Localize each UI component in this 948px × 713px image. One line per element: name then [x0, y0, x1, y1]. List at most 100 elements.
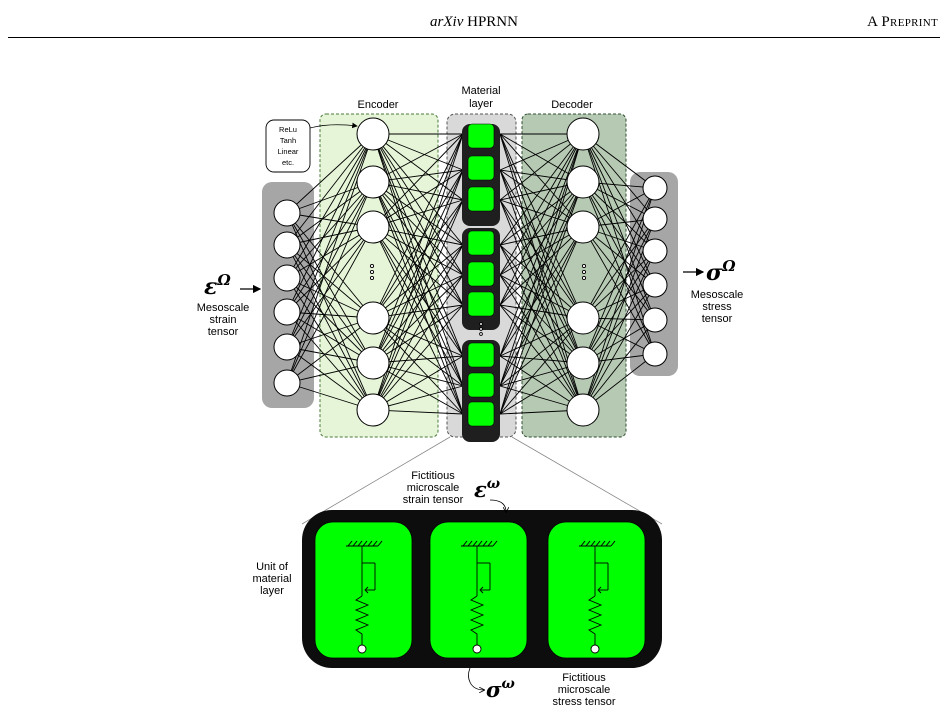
input-neuron: [273, 231, 301, 259]
connection-line: [286, 133, 374, 214]
node-circle: [357, 644, 367, 654]
connection-line: [372, 181, 464, 276]
micro-stress-sup: ω: [501, 676, 515, 692]
input-neuron: [273, 333, 301, 361]
output-symbol: σΩ: [706, 257, 736, 286]
output-neuron: [642, 206, 668, 232]
micro-stress-label-line3: stress tensor: [553, 696, 616, 708]
connection-line: [286, 133, 374, 313]
connection-line: [499, 226, 584, 306]
input-neuron: [273, 298, 301, 326]
connection-line: [372, 304, 464, 364]
connection-line: [499, 304, 584, 411]
connection-line: [286, 212, 374, 411]
material-cell: [467, 123, 495, 149]
connection-line: [499, 181, 584, 387]
material-cell: [467, 261, 495, 287]
output-label-line3: tensor: [702, 313, 733, 325]
header-italic: arXiv: [430, 14, 464, 30]
connection-line: [499, 244, 584, 319]
unit-cell-box: [429, 521, 528, 659]
material-cell: [467, 401, 495, 427]
unit-cell-box: [314, 521, 413, 659]
connection-line: [286, 181, 374, 246]
connection-line: [499, 181, 584, 276]
connection-line: [286, 244, 374, 411]
connection-line: [286, 133, 374, 246]
connection-line: [499, 133, 584, 276]
activation-tanh: Tanh: [280, 136, 296, 145]
input-symbol-base: ε: [204, 274, 217, 300]
fixed-support-icon: [346, 540, 383, 547]
connection-line: [372, 317, 464, 387]
connection-line: [499, 226, 584, 415]
header-title: HPRNN: [463, 14, 518, 30]
activation-etc: etc.: [282, 158, 294, 167]
connection-line: [286, 212, 374, 364]
connection-line: [372, 169, 464, 411]
connection-line: [499, 133, 584, 306]
ellipsis-vertical-icon: [369, 263, 375, 281]
connection-line: [372, 133, 464, 183]
connection-line: [372, 133, 464, 306]
connection-line: [286, 181, 374, 348]
material-label-line2: layer: [469, 98, 493, 110]
activation-relu: ReLu: [279, 125, 297, 134]
connection-line: [499, 133, 584, 246]
unit-cell-box: [547, 521, 646, 659]
connection-line: [499, 355, 584, 411]
material-cell: [467, 291, 495, 317]
connection-line: [499, 226, 584, 387]
connection-line: [499, 274, 584, 411]
zoom-guide-right: [511, 436, 663, 525]
encoder-neuron: [356, 301, 390, 335]
connection-line: [582, 218, 656, 364]
connection-line: [499, 133, 584, 357]
connection-line: [499, 169, 584, 228]
connection-line: [286, 181, 374, 384]
connection-line: [286, 133, 374, 348]
connection-line: [372, 181, 464, 387]
connection-line: [582, 181, 656, 286]
connection-line: [499, 181, 584, 357]
input-symbol-sup: Ω: [216, 271, 231, 289]
micro-strain-base: ε: [474, 477, 487, 502]
connection-line: [582, 250, 656, 364]
output-label-line2: stress: [702, 301, 732, 313]
connection-line: [372, 133, 464, 228]
decoder-neuron: [566, 210, 600, 244]
output-neuron: [642, 341, 668, 367]
connection-line: [372, 274, 464, 319]
output-neuron: [642, 272, 668, 298]
connection-line: [582, 187, 656, 319]
material-cell: [467, 186, 495, 212]
micro-stress-arrow: [468, 667, 484, 690]
connection-line: [582, 181, 656, 321]
spring-dashpot-icon: [587, 546, 609, 654]
connection-line: [582, 284, 656, 364]
connection-line: [499, 133, 584, 319]
micro-strain-label-line3: strain tensor: [403, 494, 464, 506]
input-symbol: εΩ: [204, 271, 231, 300]
material-cell: [467, 342, 495, 368]
connection-line: [372, 169, 464, 364]
micro-stress-base: σ: [486, 677, 502, 702]
connection-line: [372, 226, 464, 415]
activation-note-box: [265, 119, 311, 173]
material-cell: [467, 155, 495, 181]
encoder-neuron: [356, 117, 390, 151]
unit-label-line1: Unit of: [256, 561, 289, 573]
connection-line: [582, 218, 656, 319]
encoder-neuron: [356, 165, 390, 199]
connection-line: [499, 181, 584, 306]
unit-label-line2: material: [252, 573, 291, 585]
connection-line: [582, 181, 656, 252]
connection-line: [286, 226, 374, 384]
decoder-label: Decoder: [551, 99, 593, 111]
micro-strain-arrow: [489, 499, 506, 512]
connection-line: [582, 250, 656, 411]
output-symbol-base: σ: [706, 260, 723, 286]
micro-stress-label-line2: microscale: [558, 684, 611, 696]
material-cell: [467, 372, 495, 398]
connection-line: [286, 277, 374, 411]
